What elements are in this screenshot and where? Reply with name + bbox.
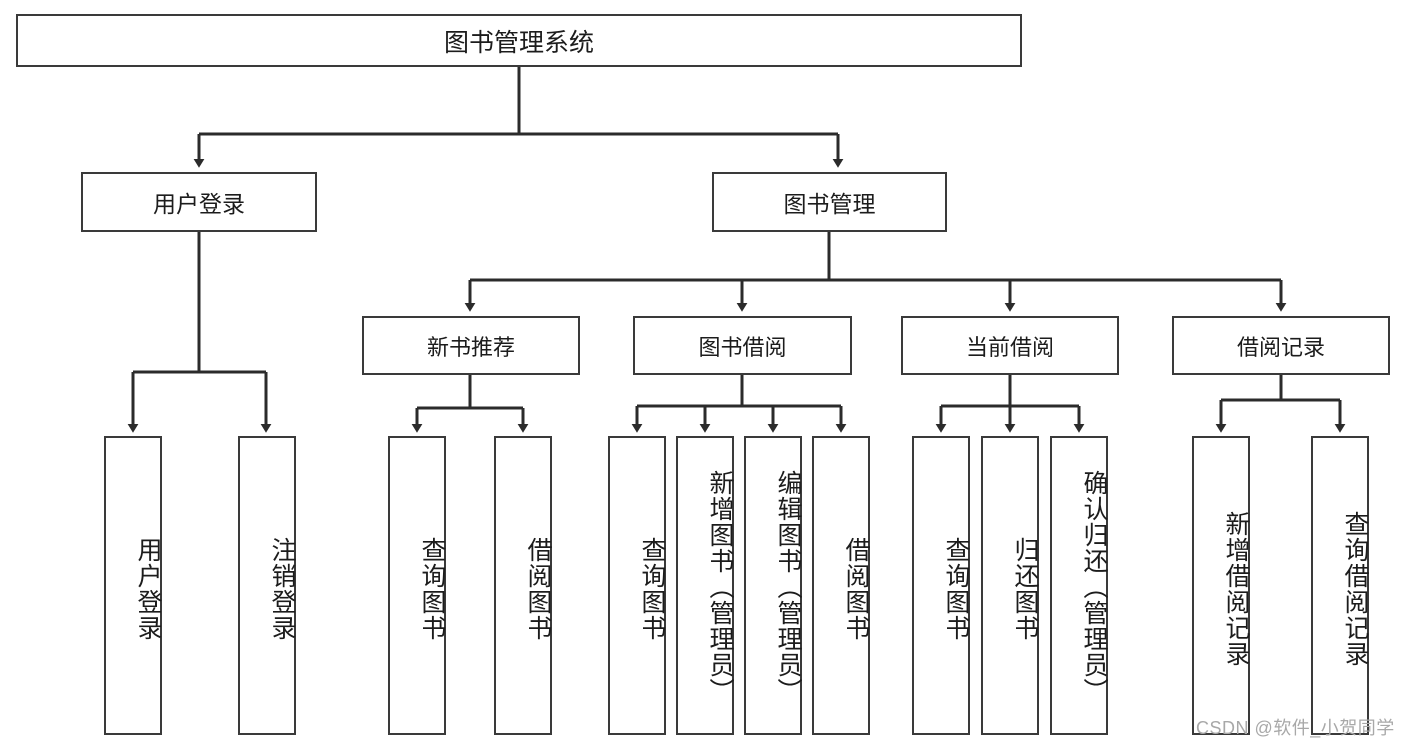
leaf-query-record[interactable]: 查询借阅记录 <box>1311 436 1369 735</box>
leaf-return-book-label: 归还图书 <box>1011 536 1039 641</box>
node-root[interactable]: 图书管理系统 <box>16 14 1022 67</box>
leaf-query-book-2[interactable]: 查询图书 <box>608 436 666 735</box>
node-book-borrow[interactable]: 图书借阅 <box>633 316 852 375</box>
leaf-user-logout-label: 注销登录 <box>268 536 296 641</box>
leaf-user-login-label: 用户登录 <box>134 536 162 641</box>
csdn-watermark: CSDN @软件_小贺同学 <box>1196 718 1395 738</box>
leaf-query-book-3[interactable]: 查询图书 <box>912 436 970 735</box>
node-book-borrow-label: 图书借阅 <box>698 334 787 360</box>
node-new-book-recommend[interactable]: 新书推荐 <box>362 316 580 375</box>
leaf-borrow-book-2-label: 借阅图书 <box>842 536 870 641</box>
leaf-add-book[interactable]: 新增图书（管理员） <box>676 436 734 735</box>
leaf-borrow-book-1[interactable]: 借阅图书 <box>494 436 552 735</box>
leaf-query-book-1-label: 查询图书 <box>418 536 446 641</box>
node-new-book-recommend-label: 新书推荐 <box>426 334 515 360</box>
node-book-manage-label: 图书管理 <box>783 191 876 217</box>
leaf-query-book-1[interactable]: 查询图书 <box>388 436 446 735</box>
node-current-borrow-label: 当前借阅 <box>965 334 1054 360</box>
leaf-user-login[interactable]: 用户登录 <box>104 436 162 735</box>
leaf-query-book-3-label: 查询图书 <box>942 536 970 641</box>
leaf-borrow-book-2[interactable]: 借阅图书 <box>812 436 870 735</box>
leaf-borrow-book-1-label: 借阅图书 <box>524 536 552 641</box>
leaf-add-record[interactable]: 新增借阅记录 <box>1192 436 1250 735</box>
leaf-return-book[interactable]: 归还图书 <box>981 436 1039 735</box>
leaf-query-book-2-label: 查询图书 <box>638 536 666 641</box>
leaf-confirm-return[interactable]: 确认归还（管理员） <box>1050 436 1108 735</box>
leaf-add-record-label: 新增借阅记录 <box>1222 510 1250 667</box>
node-borrow-record[interactable]: 借阅记录 <box>1172 316 1390 375</box>
node-borrow-record-label: 借阅记录 <box>1236 334 1325 360</box>
leaf-user-logout[interactable]: 注销登录 <box>238 436 296 735</box>
leaf-query-record-label: 查询借阅记录 <box>1341 510 1369 667</box>
leaf-add-book-label: 新增图书（管理员） <box>706 469 734 704</box>
node-book-manage[interactable]: 图书管理 <box>712 172 947 232</box>
leaf-edit-book-label: 编辑图书（管理员） <box>774 469 802 704</box>
node-current-borrow[interactable]: 当前借阅 <box>901 316 1119 375</box>
leaf-edit-book[interactable]: 编辑图书（管理员） <box>744 436 802 735</box>
leaf-confirm-return-label: 确认归还（管理员） <box>1080 469 1108 704</box>
node-user-login[interactable]: 用户登录 <box>81 172 317 232</box>
node-user-login-label: 用户登录 <box>153 191 245 217</box>
node-root-label: 图书管理系统 <box>443 28 594 57</box>
